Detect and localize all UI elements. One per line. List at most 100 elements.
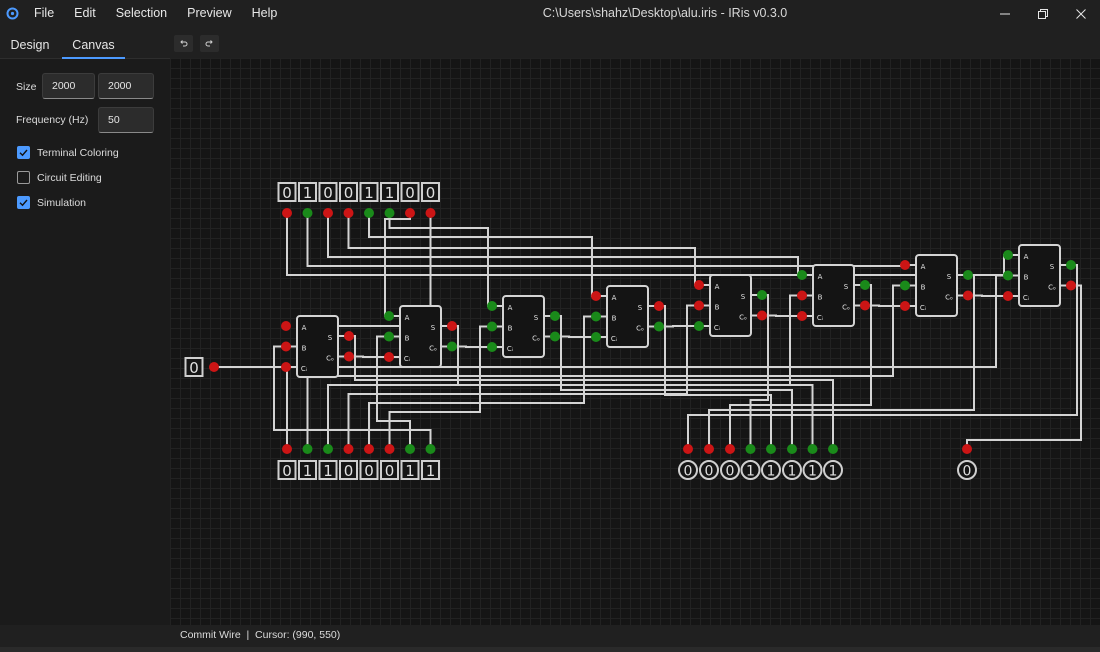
adder-0-cout-terminal[interactable] (344, 351, 354, 362)
input-a-bit-0[interactable]: 0 (277, 182, 297, 202)
input-b-bit-5[interactable]: 0 (380, 460, 399, 480)
input-a-bit-3[interactable]: 0 (339, 182, 358, 202)
sum-output-terminal-5[interactable] (787, 444, 797, 454)
minimize-button[interactable] (986, 0, 1024, 28)
adder-2-cout-terminal[interactable] (550, 331, 560, 342)
adder-0-sum-terminal[interactable] (344, 331, 354, 341)
adder-5-cin-terminal[interactable] (797, 311, 807, 321)
input-a-terminal-6[interactable] (405, 208, 415, 218)
input-b-bit-1[interactable]: 1 (298, 460, 317, 480)
carry-in-terminal[interactable] (209, 362, 219, 372)
input-b-terminal-5[interactable] (384, 444, 395, 454)
size-height-input[interactable]: 2000 (98, 73, 154, 99)
adder-6-sum-terminal[interactable] (963, 270, 973, 280)
input-a-terminal-1[interactable] (302, 208, 313, 218)
sum-output-bit-7[interactable]: 1 (823, 460, 843, 480)
input-b-bit-7[interactable]: 1 (421, 460, 440, 480)
adder-0-b-terminal[interactable] (281, 341, 291, 352)
adder-3-sum-terminal[interactable] (654, 301, 664, 311)
adder-2-b-terminal[interactable] (487, 321, 497, 332)
adder-4-b-terminal[interactable] (694, 300, 704, 311)
adder-1-cout-terminal[interactable] (447, 341, 457, 352)
tab-design[interactable]: Design (10, 38, 50, 52)
adder-3-a-terminal[interactable] (591, 291, 601, 301)
input-b-bit-2[interactable]: 1 (318, 460, 338, 480)
input-a-bit-6[interactable]: 0 (400, 182, 420, 202)
redo-button[interactable] (200, 35, 219, 52)
input-a-terminal-4[interactable] (364, 208, 374, 218)
tab-canvas[interactable]: Canvas (72, 38, 115, 52)
input-a-terminal-5[interactable] (384, 208, 395, 218)
menu-selection[interactable]: Selection (115, 6, 168, 20)
adder-1-cin-terminal[interactable] (384, 352, 394, 362)
adder-5-sum-terminal[interactable] (860, 280, 870, 290)
size-width-input[interactable]: 2000 (42, 73, 95, 99)
adder-7-cout-terminal[interactable] (1066, 280, 1076, 291)
input-b-terminal-7[interactable] (425, 444, 436, 454)
input-a-bit-1[interactable]: 1 (298, 182, 317, 202)
adder-5-cout-terminal[interactable] (860, 300, 870, 311)
sum-output-terminal-1[interactable] (704, 444, 714, 454)
sum-output-terminal-2[interactable] (725, 444, 735, 454)
input-b-terminal-4[interactable] (364, 444, 374, 454)
menu-file[interactable]: File (34, 6, 55, 20)
sum-output-bit-1[interactable]: 0 (699, 460, 719, 480)
adder-2-a-terminal[interactable] (487, 301, 497, 311)
adder-0-a-terminal[interactable] (281, 321, 291, 331)
terminal-coloring-checkbox[interactable] (17, 146, 30, 159)
input-b-terminal-0[interactable] (282, 444, 292, 454)
sum-output-terminal-7[interactable] (828, 444, 838, 454)
input-b-bit-4[interactable]: 0 (359, 460, 379, 480)
adder-2-sum-terminal[interactable] (550, 311, 560, 321)
adder-3-cout-terminal[interactable] (654, 321, 664, 332)
sum-output-terminal-4[interactable] (766, 444, 776, 454)
menu-help[interactable]: Help (251, 6, 278, 20)
adder-7-a-terminal[interactable] (1003, 250, 1013, 260)
input-a-bit-4[interactable]: 1 (359, 182, 379, 202)
frequency-input[interactable]: 50 (98, 107, 154, 133)
menu-edit[interactable]: Edit (74, 6, 96, 20)
undo-button[interactable] (174, 35, 193, 52)
circuit-editing-checkbox[interactable] (17, 171, 30, 184)
input-a-terminal-7[interactable] (425, 208, 436, 218)
adder-1-b-terminal[interactable] (384, 331, 394, 342)
menu-preview[interactable]: Preview (187, 6, 232, 20)
sum-output-terminal-0[interactable] (683, 444, 693, 454)
adder-7-sum-terminal[interactable] (1066, 260, 1076, 270)
adder-4-sum-terminal[interactable] (757, 290, 767, 300)
sum-output-terminal-3[interactable] (745, 444, 756, 454)
adder-4-a-terminal[interactable] (694, 280, 704, 290)
input-a-terminal-3[interactable] (343, 208, 354, 218)
input-b-bit-6[interactable]: 1 (400, 460, 420, 480)
input-a-terminal-2[interactable] (323, 208, 333, 218)
input-a-bit-5[interactable]: 1 (380, 182, 399, 202)
input-a-bit-2[interactable]: 0 (318, 182, 338, 202)
adder-2-cin-terminal[interactable] (487, 342, 497, 352)
carry-output[interactable]: 0 (957, 460, 977, 480)
adder-1-sum-terminal[interactable] (447, 321, 457, 331)
sum-output-bit-0[interactable]: 0 (678, 460, 698, 480)
adder-6-a-terminal[interactable] (900, 260, 910, 270)
adder-3-b-terminal[interactable] (591, 311, 601, 322)
input-b-bit-3[interactable]: 0 (339, 460, 358, 480)
adder-4-cin-terminal[interactable] (694, 321, 704, 331)
adder-3-cin-terminal[interactable] (591, 332, 601, 342)
adder-1-a-terminal[interactable] (384, 311, 394, 321)
adder-4-cout-terminal[interactable] (757, 310, 767, 321)
input-b-terminal-2[interactable] (323, 444, 333, 454)
adder-7-b-terminal[interactable] (1003, 270, 1013, 281)
sum-output-bit-3[interactable]: 1 (740, 460, 761, 480)
sum-output-bit-4[interactable]: 1 (761, 460, 781, 480)
sum-output-terminal-6[interactable] (807, 444, 818, 454)
input-a-bit-7[interactable]: 0 (421, 182, 440, 202)
